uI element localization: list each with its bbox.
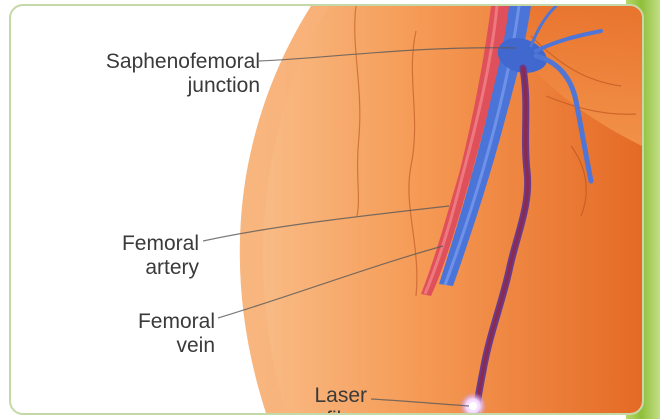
label-femoral-artery: Femoral artery [91,232,199,280]
label-femoral-vein: Femoral vein [107,310,215,358]
label-saphenofemoral-line2: junction [35,74,260,98]
label-femoral-artery-line1: Femoral [91,232,199,256]
label-saphenofemoral-line1: Saphenofemoral [35,50,260,74]
label-femoral-artery-line2: artery [91,256,199,280]
label-laser-fiber-line2: fiber [281,408,367,415]
label-saphenofemoral-junction: Saphenofemoral junction [35,50,260,98]
label-femoral-vein-line1: Femoral [107,310,215,334]
label-laser-fiber-line1: Laser [281,384,367,408]
label-femoral-vein-line2: vein [107,334,215,358]
figure-frame: Saphenofemoral junction Femoral artery F… [9,4,644,415]
label-laser-fiber: Laser fiber [281,384,367,415]
